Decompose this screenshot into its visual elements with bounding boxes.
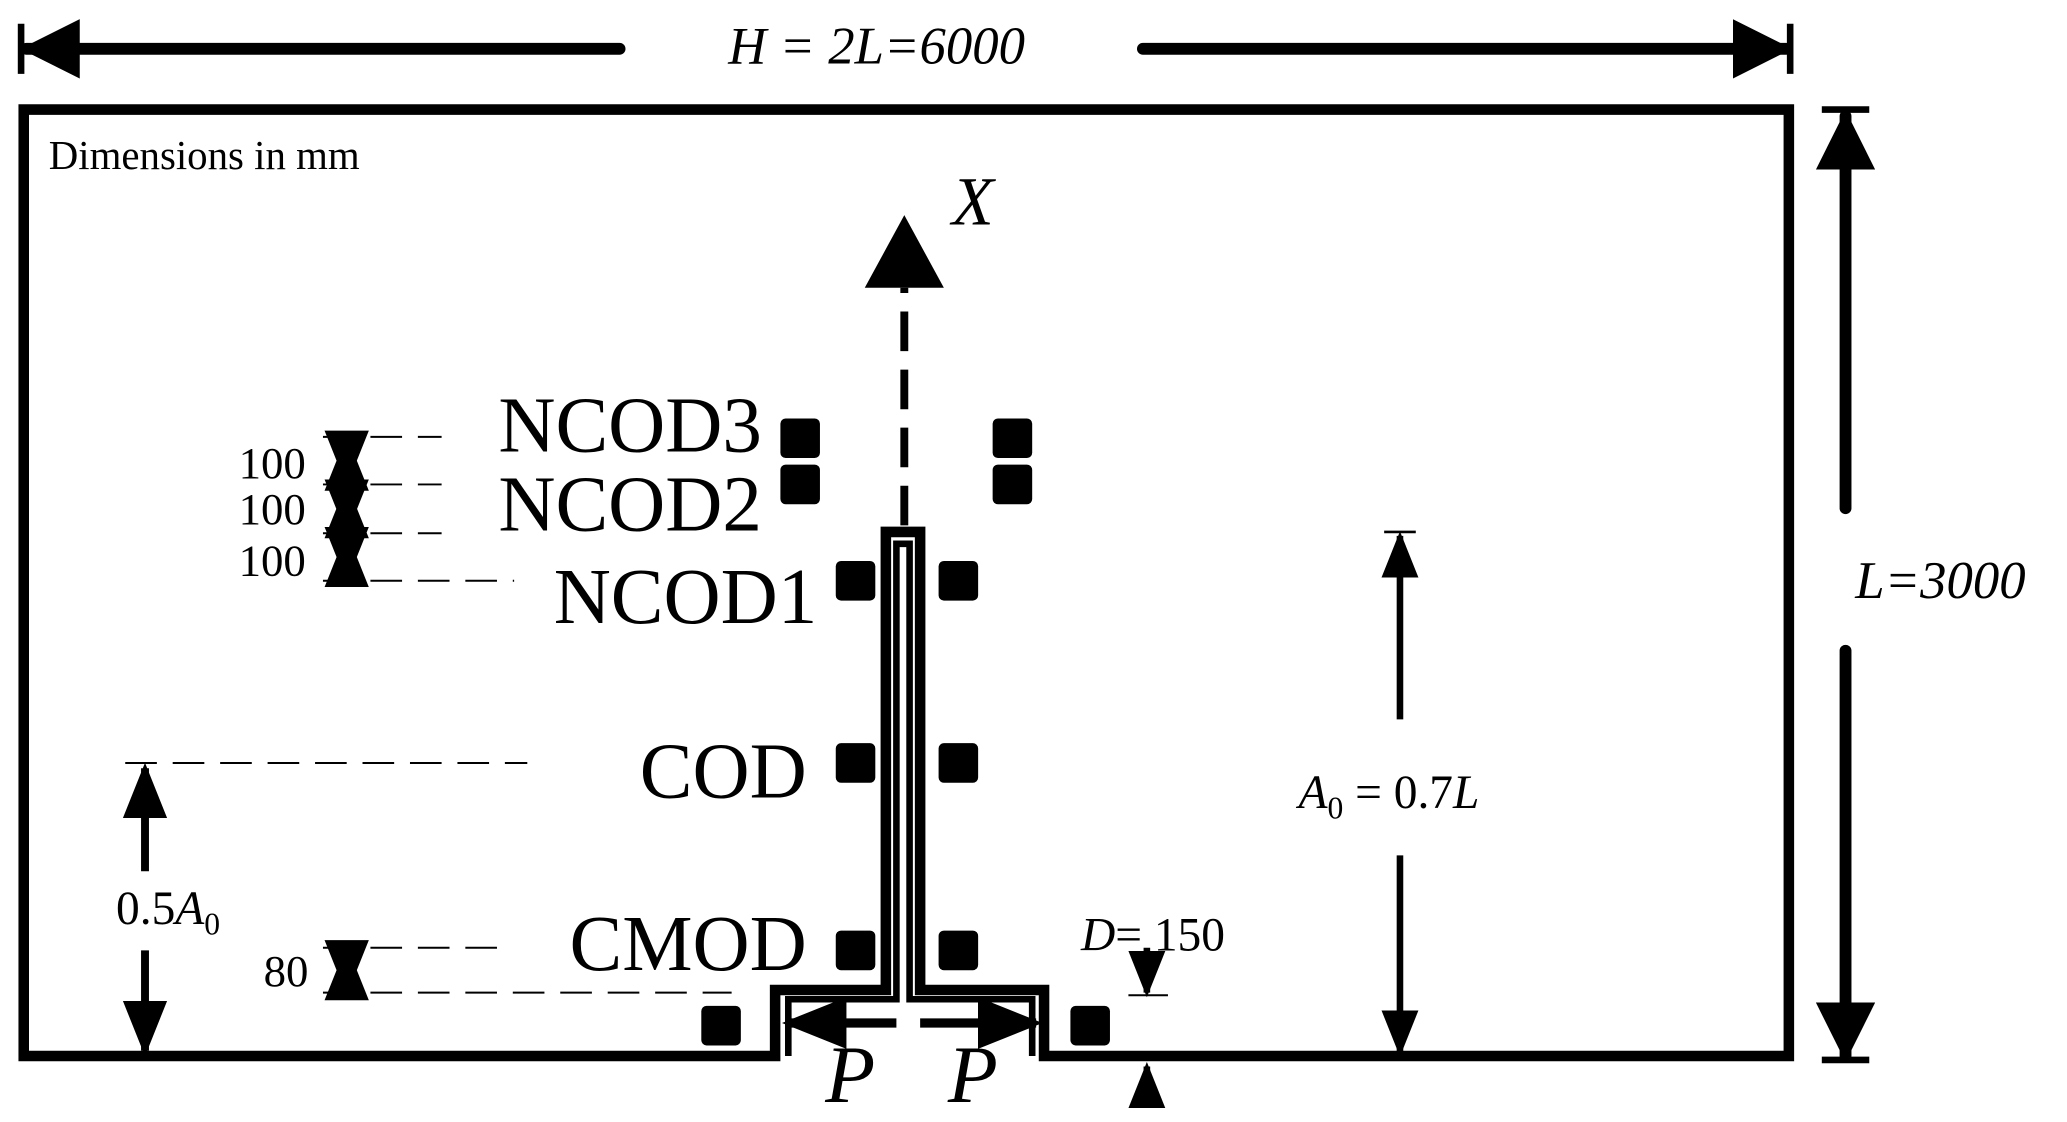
gauge-ncod1-right [938, 561, 979, 601]
gauge-ncod2-right [992, 464, 1033, 505]
gauge-ncod3-left [780, 418, 820, 459]
support-right [1070, 1005, 1110, 1046]
width-dimension-label: H = 2L=6000 [727, 17, 1025, 75]
spacing-label: 100 [239, 438, 306, 488]
crack-length-arrow [1381, 530, 1419, 1057]
gauge-cmod-left [835, 930, 876, 971]
spacing-label: 100 [239, 535, 306, 585]
x-axis-arrow [864, 215, 944, 526]
depth-arrows [1128, 947, 1168, 1109]
load-label-right: P [947, 1029, 998, 1120]
gauge-ncod2-left [780, 464, 820, 505]
crack-length-label: A0 = 0.7L [1295, 767, 1479, 826]
spacing-label: 100 [239, 484, 306, 534]
height-dimension-label: L=3000 [1854, 552, 2025, 610]
cmod-spacing-label: 80 [264, 946, 309, 996]
label-ncod2: NCOD2 [498, 461, 762, 549]
label-ncod3: NCOD3 [498, 381, 762, 469]
x-axis-label: X [949, 163, 997, 239]
gauge-ncod3-right [992, 418, 1033, 459]
gauge-markers [701, 418, 1110, 1046]
height-dimension-arrow [1815, 106, 1876, 1064]
gauge-cmod-right [938, 930, 979, 971]
load-label-left: P [824, 1029, 875, 1120]
crack-inner [785, 540, 1036, 1056]
half-crack-label: 0.5A0 [116, 883, 220, 942]
gauge-cod-right [938, 743, 979, 783]
label-cod: COD [640, 727, 807, 815]
specimen-outline [18, 104, 1795, 1062]
depth-label: D= 150 [1080, 909, 1225, 961]
width-dimension-arrow [17, 19, 1794, 79]
label-cmod: CMOD [569, 900, 806, 988]
gauge-ncod1-left [835, 561, 876, 601]
units-note: Dimensions in mm [49, 133, 360, 178]
label-ncod1: NCOD1 [554, 553, 818, 641]
support-left [701, 1005, 741, 1046]
gauge-cod-left [835, 743, 876, 783]
